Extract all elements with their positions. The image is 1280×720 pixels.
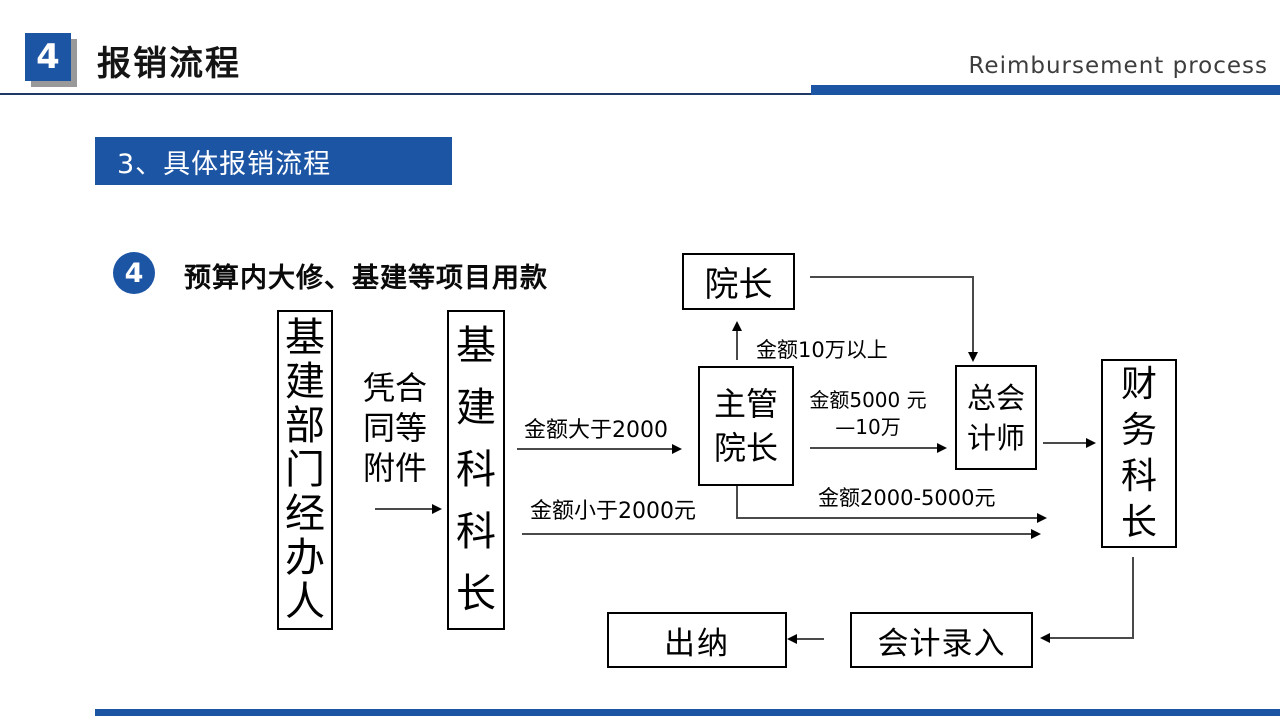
node-label: 财务科长 (1120, 363, 1157, 543)
header-number: 4 (36, 37, 60, 77)
page-subtitle-english: Reimbursement process (968, 53, 1268, 79)
line-segment (375, 508, 433, 510)
label-amount-2000-5000: 金额2000-5000元 (818, 486, 996, 510)
arrowhead-left-icon (1040, 633, 1050, 643)
arrowhead-down-icon (968, 352, 978, 362)
label-amount-5000-100k: 金额5000 元—10万 (808, 387, 928, 441)
node-deputy-dean: 主管院长 (698, 366, 794, 486)
line-segment (1043, 442, 1087, 444)
line-segment (810, 447, 938, 449)
arrowhead-right-icon (1031, 529, 1041, 539)
arrowhead-right-icon (672, 444, 682, 454)
line-segment (517, 448, 673, 450)
node-finance-section-chief: 财务科长 (1101, 359, 1177, 548)
node-label: 总会计师 (966, 380, 1025, 455)
node-accounting-entry: 会计录入 (850, 612, 1033, 668)
line-segment (1132, 557, 1134, 638)
step-number-badge: 4 (113, 252, 155, 294)
label-amount-lt-2000: 金额小于2000元 (530, 499, 696, 524)
line-segment (522, 533, 1032, 535)
line-segment (810, 276, 974, 278)
arrowhead-right-icon (1037, 513, 1047, 523)
node-label: 主管院长 (713, 385, 778, 467)
label-line-1: 金额5000 (809, 388, 901, 412)
node-label: 出纳 (664, 625, 730, 662)
arrowhead-right-icon (432, 504, 442, 514)
header-number-badge: 4 (25, 33, 71, 81)
arrowhead-right-icon (1086, 438, 1096, 448)
line-segment (736, 486, 738, 519)
header-divider-line (0, 93, 1280, 95)
step-number: 4 (124, 257, 144, 289)
node-construction-dept-handler: 基建部门经办人 (277, 310, 333, 630)
node-label: 基建部门经办人 (285, 315, 325, 625)
node-construction-section-chief: 基建科科长 (447, 310, 505, 630)
arrowhead-left-icon (787, 634, 797, 644)
label-amount-gt-100k: 金额10万以上 (756, 338, 888, 362)
node-label: 基建科科长 (456, 323, 496, 617)
line-segment (796, 638, 824, 640)
node-chief-accountant: 总会计师 (955, 365, 1037, 470)
section-banner-label: 3、具体报销流程 (117, 148, 332, 180)
section-banner: 3、具体报销流程 (95, 137, 452, 185)
node-label: 会计录入 (877, 625, 1006, 662)
line-segment (1049, 637, 1134, 639)
node-dean: 院长 (682, 253, 795, 310)
label-amount-gt-2000: 金额大于2000 (524, 418, 668, 443)
header-accent-bar (811, 85, 1280, 95)
arrowhead-up-icon (732, 321, 742, 331)
arrowhead-right-icon (937, 443, 947, 453)
line-segment (972, 276, 974, 353)
label-line-2: 元—10万 (835, 388, 927, 439)
page-title: 报销流程 (97, 44, 241, 84)
footer-accent-bar (95, 709, 1280, 716)
line-segment (736, 330, 738, 360)
node-cashier: 出纳 (607, 612, 787, 668)
node-label: 院长 (704, 265, 773, 305)
label-attachment: 凭合同等附件 (362, 369, 427, 487)
line-segment (736, 517, 1038, 519)
step-title: 预算内大修、基建等项目用款 (184, 263, 548, 294)
